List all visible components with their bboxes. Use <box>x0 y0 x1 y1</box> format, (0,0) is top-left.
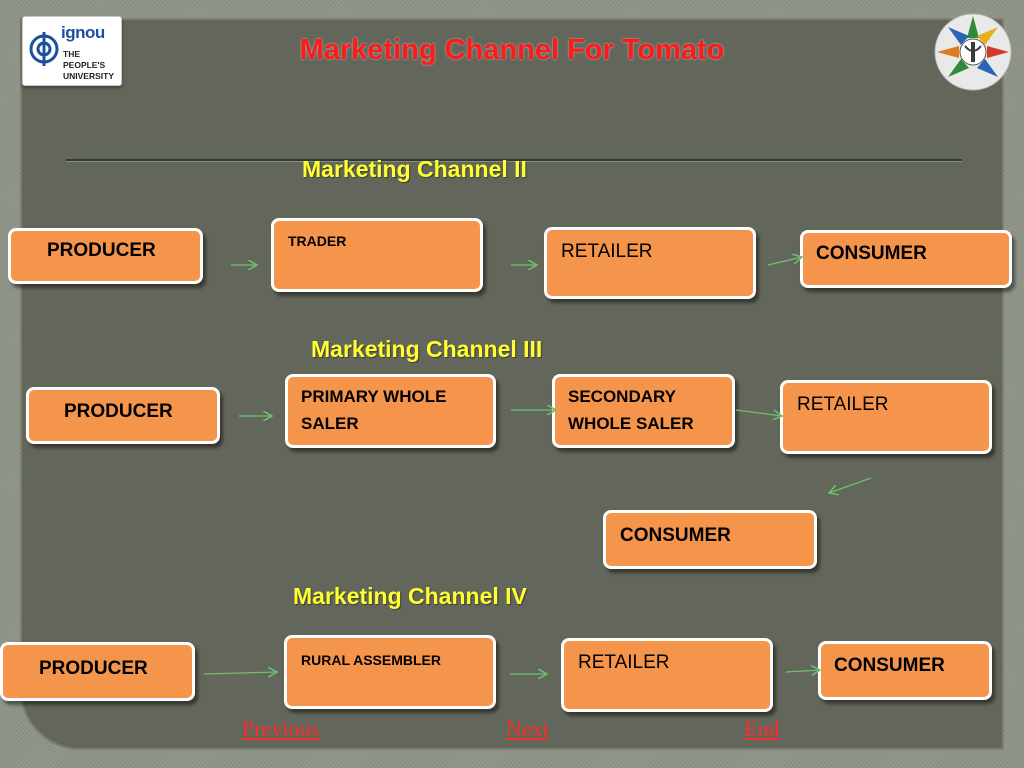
end-link[interactable]: End <box>744 716 780 741</box>
ignou-logo: ignou THE PEOPLE'S UNIVERSITY <box>22 16 122 86</box>
channel-4-rural-assembler: RURAL ASSEMBLER <box>284 635 496 709</box>
logo-tagline: THE PEOPLE'S UNIVERSITY <box>63 49 115 81</box>
previous-link[interactable]: Previous <box>242 716 319 741</box>
channel-4-retailer: RETAILER <box>561 638 773 712</box>
channel-3-heading: Marketing Channel III <box>311 336 543 362</box>
channel-2-heading: Marketing Channel II <box>302 156 527 182</box>
channel-2-consumer: CONSUMER <box>800 230 1012 288</box>
channel-3-consumer: CONSUMER <box>603 510 817 569</box>
channel-3-primary-wholesaler: PRIMARY WHOLE SALER <box>285 374 496 448</box>
channel-3-retailer: RETAILER <box>780 380 992 454</box>
channel-2-trader: TRADER <box>271 218 483 292</box>
ignou-emblem-icon <box>29 32 59 66</box>
logo-brand-text: ignou <box>61 23 105 42</box>
channel-3-producer: PRODUCER <box>26 387 220 444</box>
channel-3-secondary-wholesaler: SECONDARY WHOLE SALER <box>552 374 735 448</box>
title-divider <box>66 159 962 162</box>
channel-4-heading: Marketing Channel IV <box>293 583 527 609</box>
slide-title: Marketing Channel For Tomato <box>299 34 725 66</box>
emblem-logo <box>934 13 1012 91</box>
channel-2-retailer: RETAILER <box>544 227 756 299</box>
channel-4-consumer: CONSUMER <box>818 641 992 700</box>
next-link[interactable]: Next <box>506 716 549 741</box>
channel-2-producer: PRODUCER <box>8 228 203 284</box>
channel-4-producer: PRODUCER <box>0 642 195 701</box>
